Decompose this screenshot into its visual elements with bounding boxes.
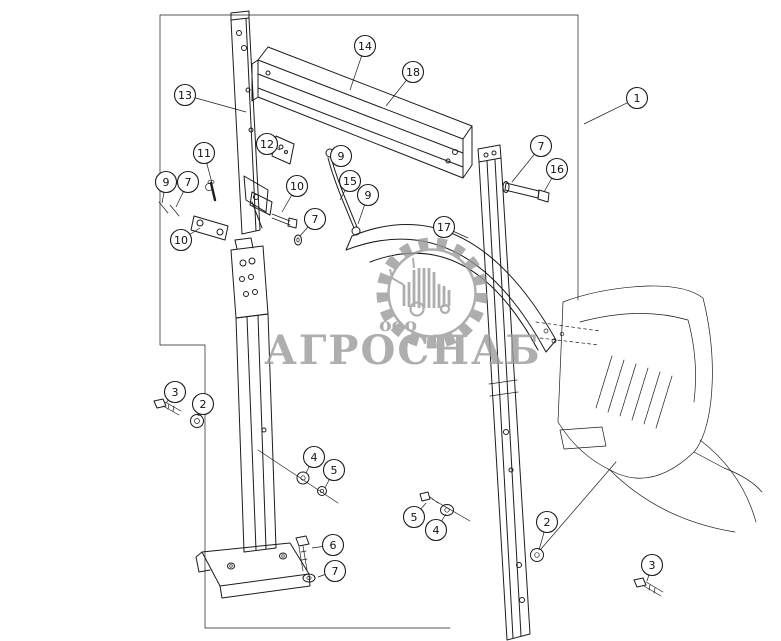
svg-text:10: 10 [290, 180, 304, 193]
callout-7-14: 7 [529, 134, 553, 158]
svg-text:7: 7 [538, 140, 545, 153]
callout-6-21: 6 [321, 533, 345, 557]
svg-text:3: 3 [172, 386, 179, 399]
callout-9-9: 9 [329, 144, 353, 168]
svg-text:10: 10 [174, 234, 188, 247]
callout-5-23: 5 [402, 505, 426, 529]
callout-4-19: 4 [302, 445, 326, 469]
callout-14-1: 14 [353, 34, 377, 58]
callout-1-3: 1 [625, 86, 649, 110]
callout-16-15: 16 [545, 157, 569, 181]
callout-2-18: 2 [191, 392, 215, 416]
mid-washer-hardware [257, 449, 339, 504]
svg-text:7: 7 [332, 565, 339, 578]
callout-7-6: 7 [176, 170, 200, 194]
svg-text:13: 13 [178, 89, 192, 102]
watermark-prefix: ооо [379, 314, 417, 336]
callout-11-4: 11 [192, 141, 216, 165]
gear-icon [376, 237, 488, 349]
callout-13-0: 13 [173, 83, 197, 107]
svg-text:15: 15 [343, 175, 357, 188]
svg-text:4: 4 [311, 451, 318, 464]
left-post [195, 237, 311, 599]
svg-text:3: 3 [649, 559, 656, 572]
svg-text:5: 5 [331, 464, 338, 477]
right-bolt-hardware [419, 461, 664, 597]
tractor-outline [535, 285, 763, 533]
svg-text:5: 5 [411, 511, 418, 524]
strap-link-hardware [158, 179, 229, 241]
tractor-icon [389, 257, 451, 317]
beam-bolt-hardware [502, 181, 550, 203]
svg-text:9: 9 [163, 176, 170, 189]
svg-text:6: 6 [330, 539, 337, 552]
svg-text:7: 7 [312, 213, 319, 226]
callout-5-20: 5 [322, 458, 346, 482]
left-upper-post [230, 10, 269, 235]
callout-12-7: 12 [255, 132, 279, 156]
svg-text:4: 4 [433, 524, 440, 537]
base-bolt-hardware [295, 535, 316, 583]
svg-text:1: 1 [634, 92, 641, 105]
svg-text:2: 2 [200, 398, 207, 411]
right-post [477, 144, 531, 641]
svg-text:7: 7 [185, 176, 192, 189]
left-bolt-hardware [153, 398, 204, 428]
callout-15-10: 15 [338, 169, 362, 193]
svg-text:18: 18 [406, 66, 420, 79]
callout-2-25: 2 [535, 510, 559, 534]
callout-18-2: 18 [401, 60, 425, 84]
callout-10-8: 10 [285, 174, 309, 198]
svg-text:14: 14 [358, 40, 372, 53]
callout-7-22: 7 [323, 559, 347, 583]
svg-text:9: 9 [338, 150, 345, 163]
crossbeam [251, 46, 473, 179]
upper-bracket-hardware [249, 191, 302, 246]
watermark: ооо АГРОСНАБ [264, 237, 542, 374]
callout-3-17: 3 [163, 380, 187, 404]
svg-text:17: 17 [437, 221, 451, 234]
svg-text:9: 9 [365, 189, 372, 202]
svg-text:16: 16 [550, 163, 564, 176]
callout-4-24: 4 [424, 518, 448, 542]
callout-9-5: 9 [154, 170, 178, 194]
watermark-title: АГРОСНАБ [264, 327, 542, 374]
callout-7-12: 7 [303, 207, 327, 231]
svg-text:12: 12 [260, 138, 274, 151]
callout-10-13: 10 [169, 228, 193, 252]
callout-9-11: 9 [356, 183, 380, 207]
callout-3-26: 3 [640, 553, 664, 577]
callout-17-16: 17 [432, 215, 456, 239]
svg-text:2: 2 [544, 516, 551, 529]
svg-text:11: 11 [197, 147, 211, 160]
